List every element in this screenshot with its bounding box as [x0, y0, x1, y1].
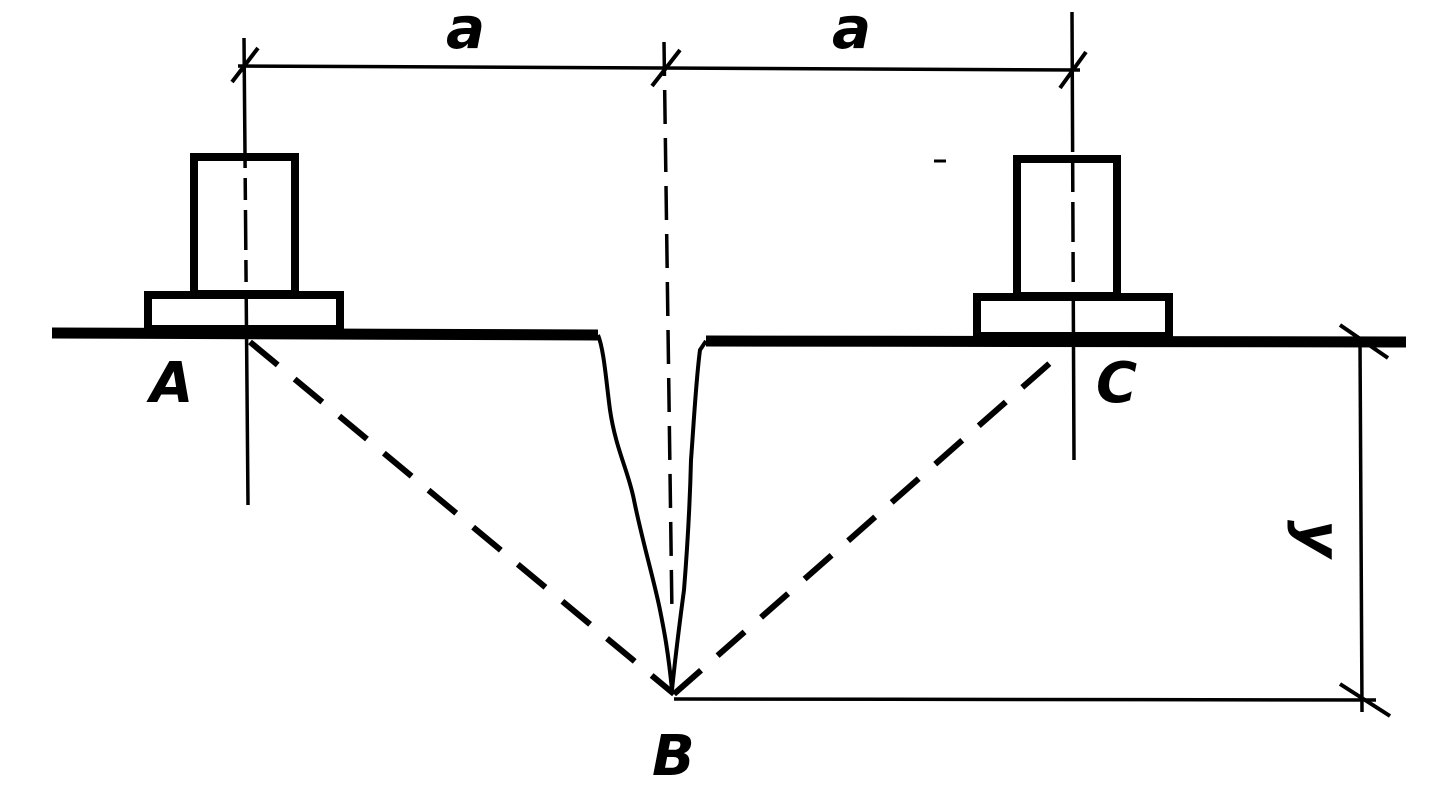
probe-a-base [144, 291, 344, 333]
depth-tick-top [1338, 323, 1390, 360]
surface-line-right [705, 335, 1407, 348]
depth-dimension-line [1358, 339, 1364, 713]
axis-line-c [1070, 11, 1076, 461]
tick-left [230, 46, 260, 84]
label-point-a: A [146, 351, 193, 416]
dimension-line-top [237, 64, 1081, 72]
label-point-c: C [1096, 351, 1137, 416]
depth-tick-bottom [1338, 682, 1392, 718]
probe-c-body [1013, 155, 1121, 300]
label-point-b: B [652, 724, 695, 789]
label-dim-depth: y [1286, 520, 1354, 560]
axis-line-a [242, 37, 250, 506]
tick-middle [650, 48, 682, 88]
label-dim-left: a [446, 0, 485, 62]
label-dim-right: a [832, 0, 871, 62]
surface-line-left [51, 327, 599, 341]
center-line [662, 41, 674, 616]
tick-right [1058, 50, 1088, 90]
depth-baseline [673, 697, 1377, 702]
path-a-to-b [248, 339, 676, 697]
path-b-to-c [672, 353, 1060, 697]
crack [596, 334, 708, 692]
